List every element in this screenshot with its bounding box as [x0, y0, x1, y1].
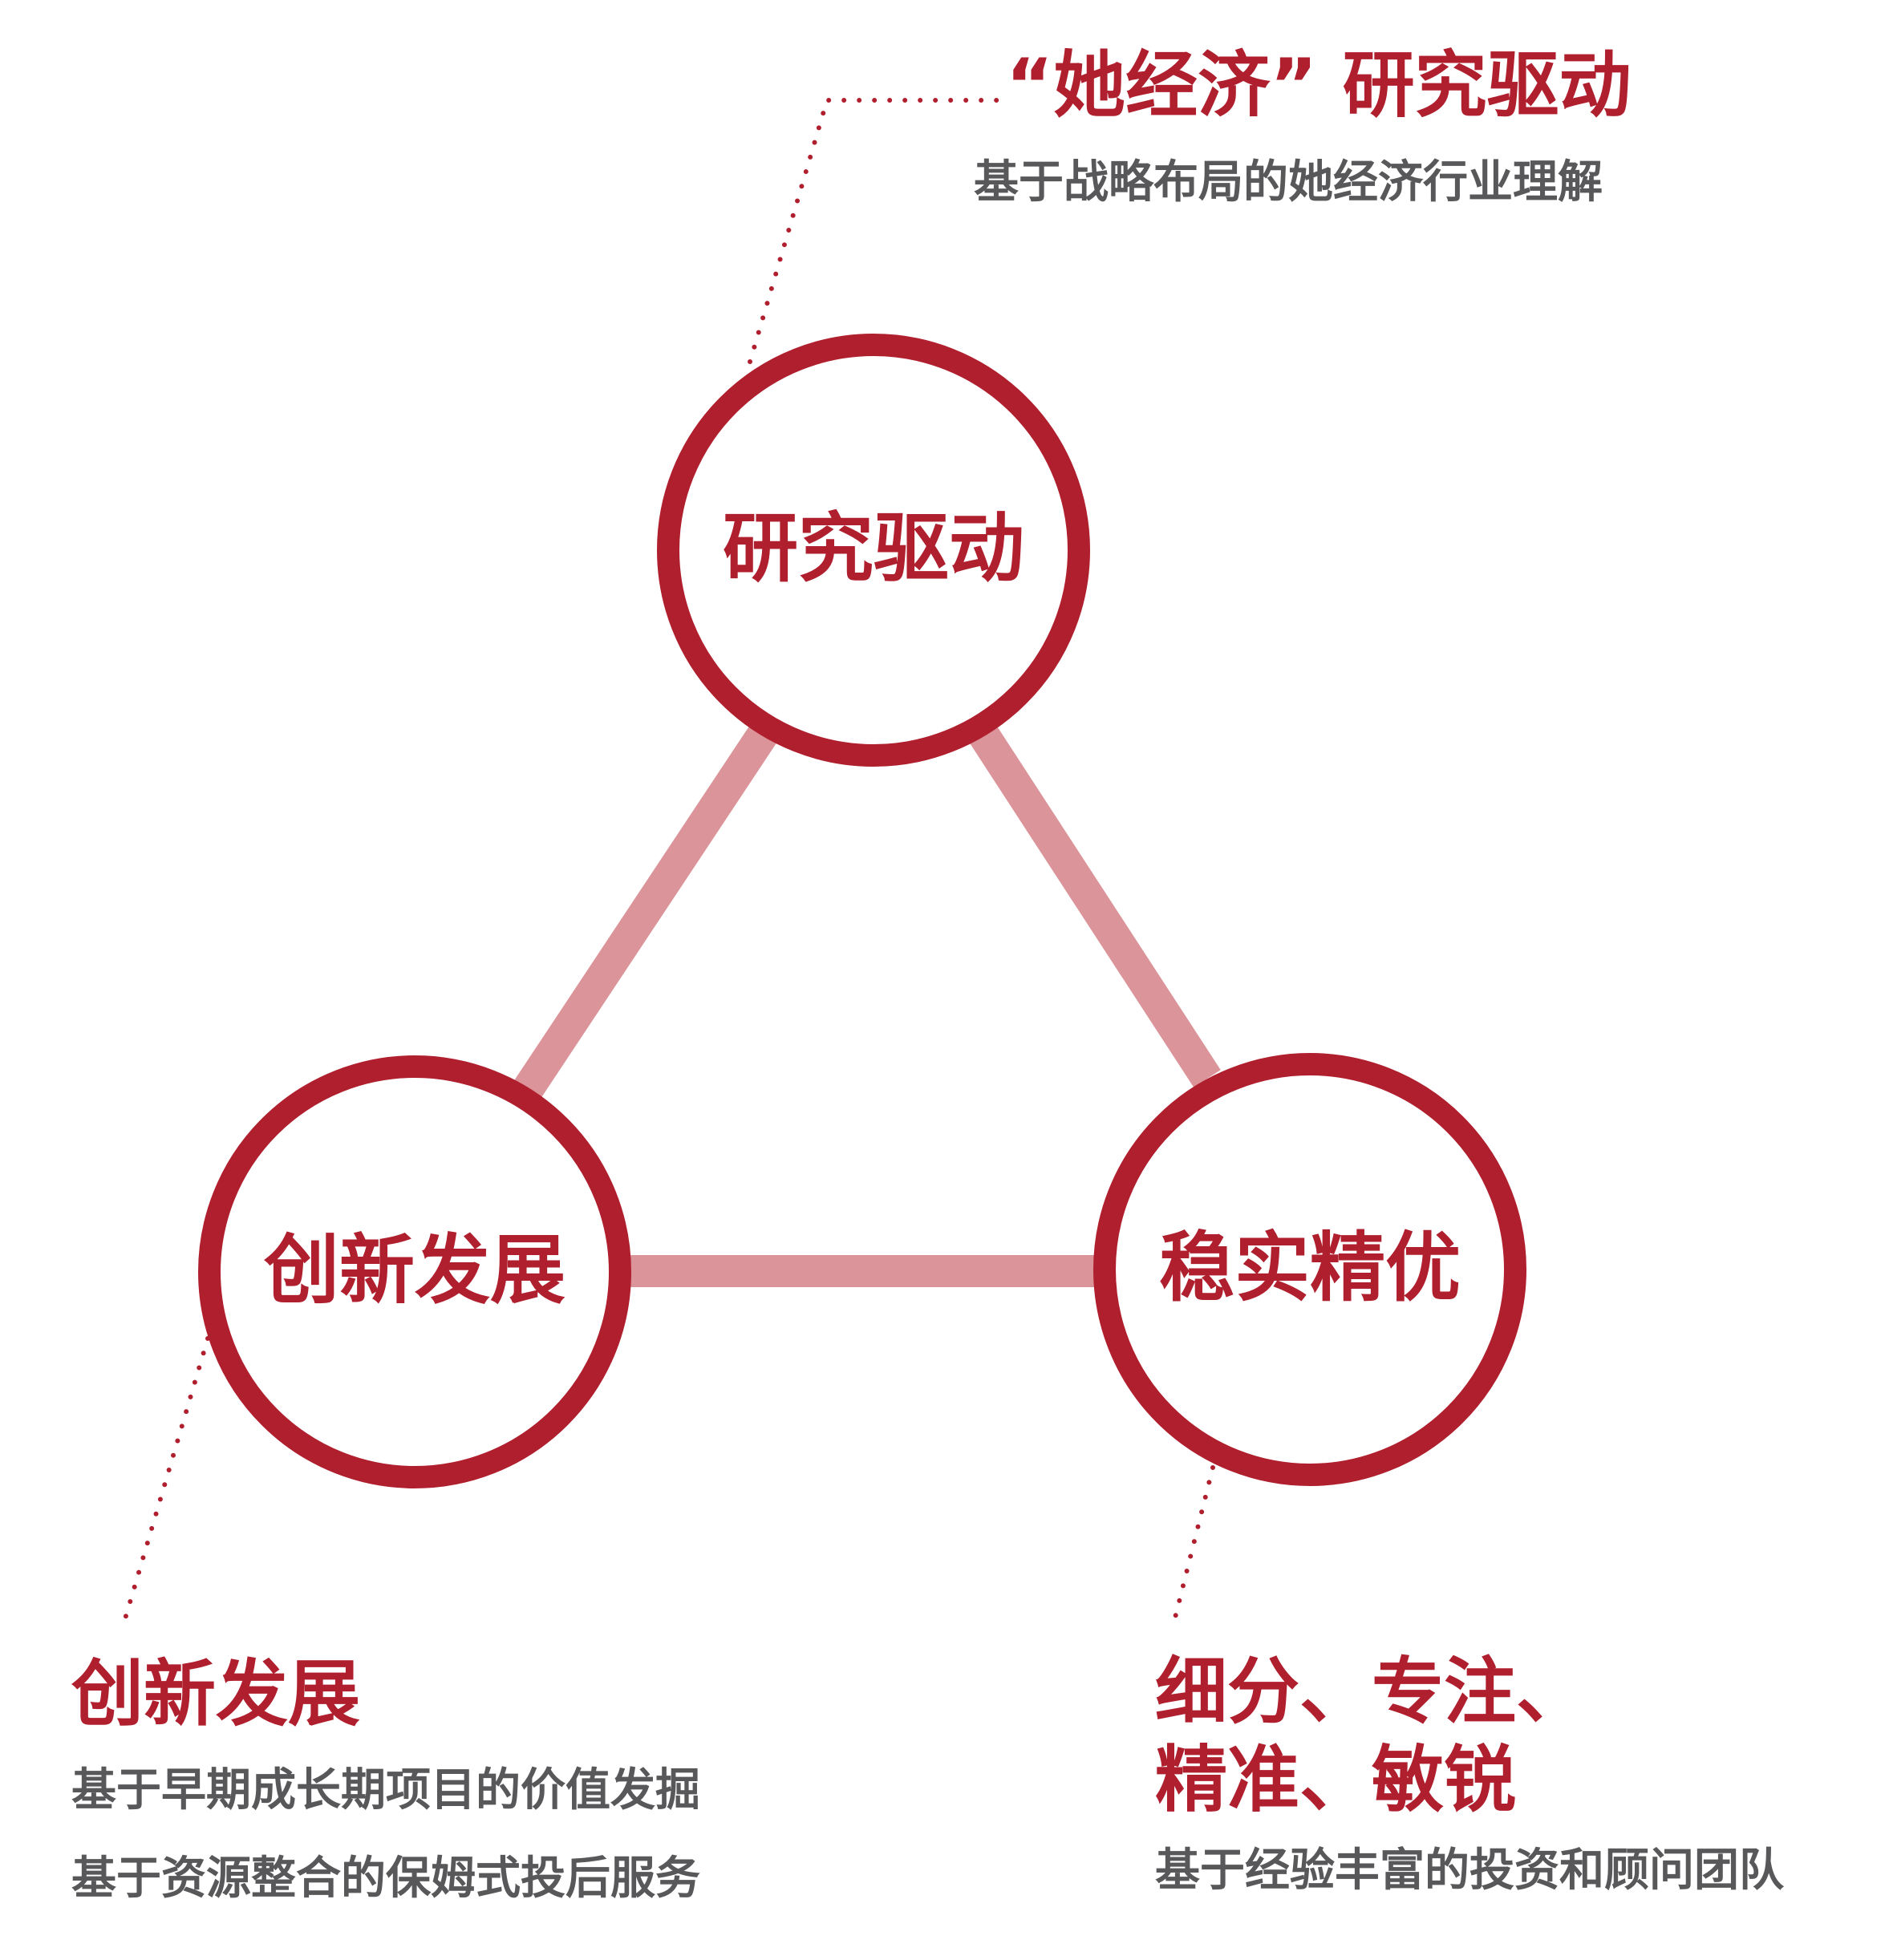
connector-top-left	[508, 720, 780, 1108]
top-callout-line: 基于战略布局的她经济行业理解	[974, 156, 1603, 209]
leader-left	[120, 1336, 210, 1632]
node-circle-top	[657, 334, 1090, 767]
connector-top-right	[967, 721, 1221, 1087]
connectors	[508, 720, 1221, 1287]
left-callout-title: 创新发展	[71, 1652, 360, 1736]
node-circle-right	[1093, 1053, 1526, 1486]
leader-top	[748, 98, 1002, 364]
right-callout-title-1: 细分、专注、	[1155, 1650, 1588, 1734]
left-callout-line-2: 基于资源整合的保姆式投后服务	[71, 1853, 700, 1905]
node-label-top: 研究驱动	[722, 505, 1024, 593]
top-callout-title: “她经济” 研究驱动	[1006, 43, 1632, 128]
right-callout-title-2: 精准、敏锐	[1155, 1738, 1516, 1822]
left-callout-line-1: 基于早期成长期项目的价值发掘	[71, 1764, 700, 1816]
node-circle-left	[198, 1055, 631, 1488]
node-label-right: 稳实精优	[1158, 1225, 1461, 1312]
dotted-leaders	[120, 98, 1215, 1632]
leader-right	[1170, 1465, 1215, 1630]
node-label-left: 创新发展	[263, 1227, 566, 1314]
right-callout-line: 基于经验丰富的投资和顾问团队	[1155, 1845, 1784, 1897]
